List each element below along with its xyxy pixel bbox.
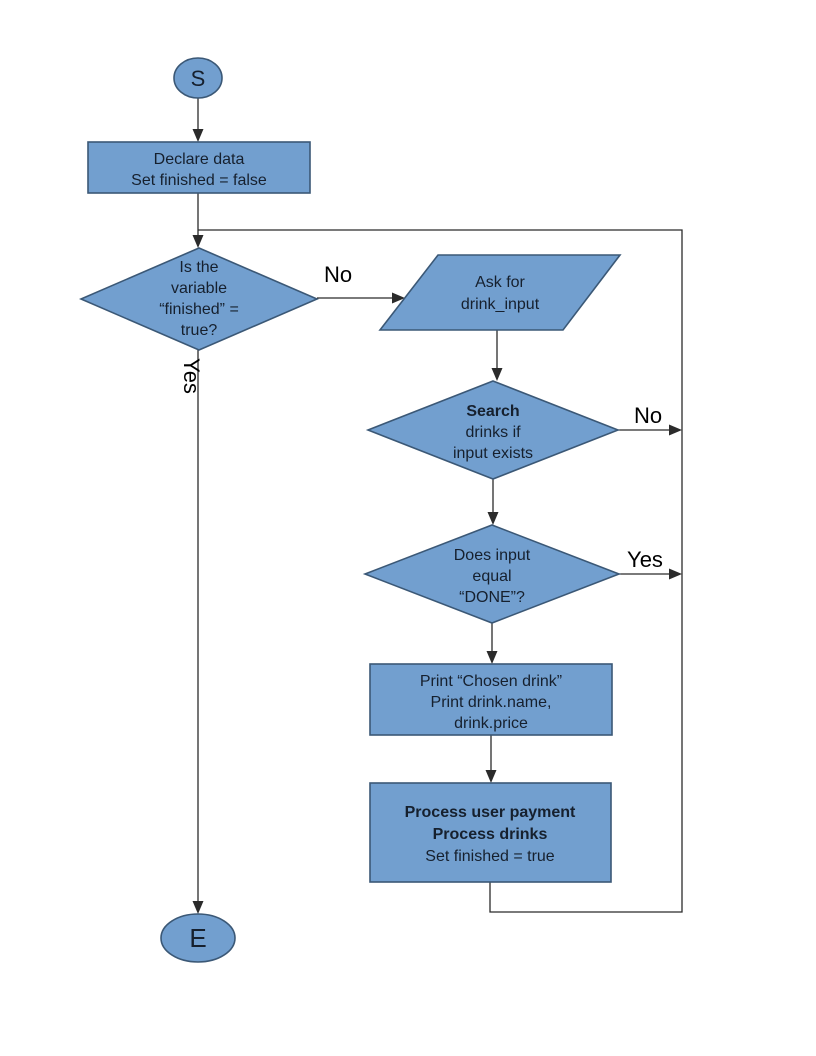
done-decision: Does input equal “DONE”? [362,524,622,624]
print-rect [369,663,613,736]
edge-label-done-yes: Yes [627,547,663,572]
declare-line-1: Declare data [154,151,245,168]
print-line-2: Print drink.name, [431,694,552,711]
process-line-1: Process user payment [405,804,576,821]
process-line-2: Process drinks [433,826,548,843]
arrowhead-start-to-declare [192,129,204,142]
process-box: Process user payment Process drinks Set … [369,782,612,883]
declare-line-2: Set finished = false [131,172,267,189]
done-diamond [362,524,622,624]
edge-label-finished-no: No [324,262,352,287]
ask-input-shape [378,254,622,331]
search-diamond [365,380,621,480]
process-line-3: Set finished = true [425,848,555,865]
arrowhead-search-no [669,424,682,436]
arrowhead-finished-no [392,292,405,304]
edge-labels: No Yes No Yes [179,262,663,572]
finished-decision: Is the variable “finished” = true? [78,247,320,351]
arrowhead-print-to-process [485,770,497,783]
done-line-1: Does input [454,547,531,564]
start-ellipse [173,57,223,99]
ask-input-line-1: Ask for [475,274,525,291]
end-label: E [189,923,206,953]
print-box: Print “Chosen drink” Print drink.name, d… [369,663,613,736]
end-node: E [160,913,236,963]
loop-back-line [198,229,683,913]
finished-line-2: variable [171,280,227,297]
search-decision: Search drinks if input exists [365,380,621,480]
finished-line-4: true? [181,322,218,339]
done-line-2: equal [472,568,511,585]
finished-diamond [78,247,320,351]
done-line-3: “DONE”? [459,589,525,606]
print-line-1: Print “Chosen drink” [420,673,562,690]
arrowhead-done-to-print [486,651,498,664]
connectors [192,98,683,914]
search-line-3: input exists [453,445,533,462]
arrowhead-ask-to-search [491,368,503,381]
process-rect [369,782,612,883]
arrowhead-done-yes [669,568,682,580]
arrowhead-search-to-done [487,512,499,525]
declare-data-box: Declare data Set finished = false [87,141,311,194]
ask-input-line-2: drink_input [461,296,540,313]
search-line-2: drinks if [465,424,521,441]
ask-input-parallelogram: Ask for drink_input [378,254,622,331]
search-line-1: Search [466,403,519,420]
start-label: S [191,66,206,91]
arrowhead-declare-to-finished [192,235,204,248]
declare-rect [87,141,311,194]
finished-line-3: “finished” = [159,301,239,318]
arrowhead-finished-yes-to-end [192,901,204,914]
end-ellipse [160,913,236,963]
start-node: S [173,57,223,99]
edge-label-search-no: No [634,403,662,428]
edge-label-finished-yes: Yes [179,358,204,394]
finished-line-1: Is the [179,259,218,276]
print-line-3: drink.price [454,715,528,732]
